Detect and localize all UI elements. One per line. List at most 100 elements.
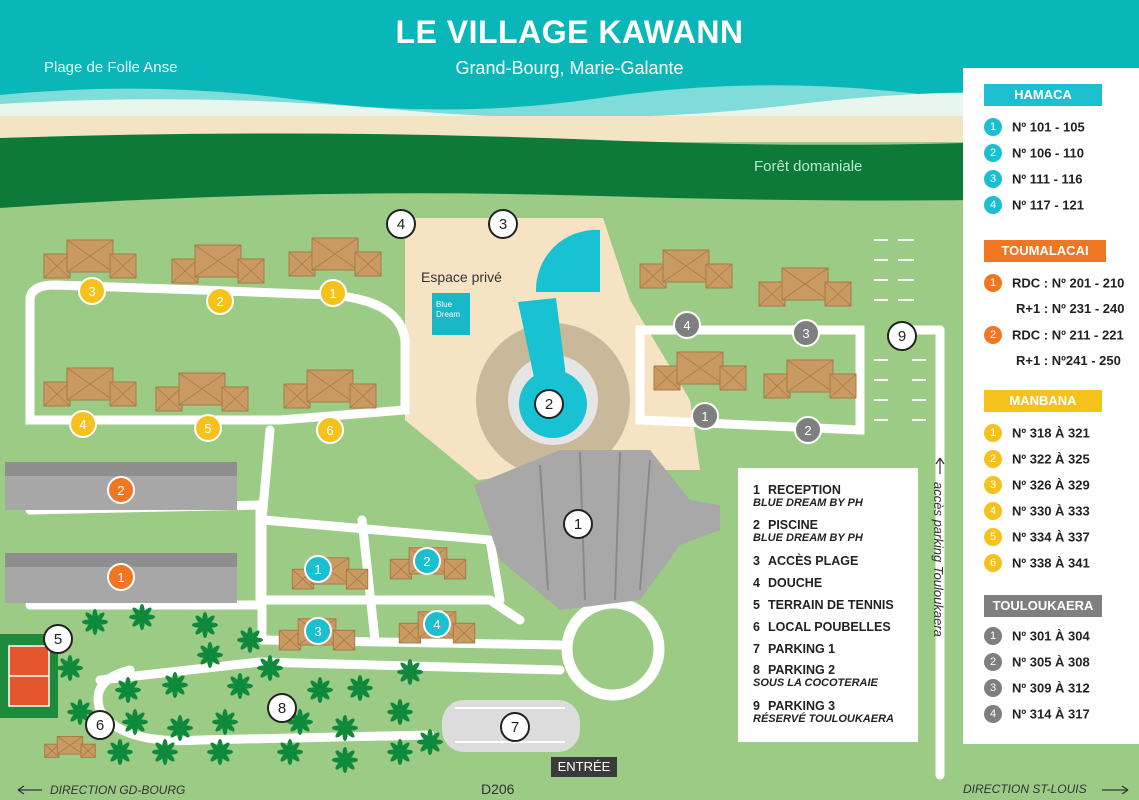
direction-left-label: DIRECTION GD-BOURG: [50, 783, 186, 797]
svg-text:4: 4: [683, 318, 690, 333]
hamaca-marker: 1: [304, 555, 332, 583]
pool-semicircle: [535, 229, 600, 292]
palm-tree: [122, 709, 148, 735]
palm-tree: [277, 739, 303, 765]
legend-item-label: Nº 322 À 325: [1012, 451, 1090, 467]
palm-tree: [387, 739, 413, 765]
facility-marker: 9: [887, 321, 917, 351]
palm-tree: [67, 699, 93, 725]
cottage: [171, 244, 265, 284]
palm-tree: [207, 739, 233, 765]
legend-number-badge: 2: [984, 326, 1002, 344]
blue-dream-logo: [432, 293, 470, 335]
svg-text:8: 8: [278, 700, 286, 717]
legend-item-label: R+1 : Nº 231 - 240: [1016, 301, 1125, 317]
svg-text:5: 5: [54, 631, 62, 648]
cottage: [43, 367, 137, 407]
legend-number-badge: 1: [984, 118, 1002, 136]
cottage: [44, 736, 96, 758]
legend-item: 2 Nº 106 - 110: [984, 144, 1084, 164]
legend-number-badge: 2: [984, 653, 1002, 671]
palm-tree: [115, 677, 141, 703]
entrance-label: ENTRÉE: [551, 757, 617, 777]
legend-item: 4 Nº 117 - 121: [984, 196, 1084, 216]
legend-item-label: Nº 334 À 337: [1012, 529, 1090, 545]
direction-right-label: DIRECTION ST-LOUIS: [963, 782, 1087, 796]
touloukaera-marker: 4: [673, 311, 701, 339]
palm-tree: [212, 709, 238, 735]
legend-item-label: Nº 117 - 121: [1012, 197, 1084, 213]
cottage: [758, 267, 852, 307]
legend-number-badge: 3: [984, 476, 1002, 494]
svg-text:2: 2: [545, 396, 553, 413]
touloukaera-marker: 1: [691, 402, 719, 430]
touloukaera-marker: 3: [792, 319, 820, 347]
palm-tree: [332, 747, 358, 773]
cottage: [43, 239, 137, 279]
legend-number-badge: 1: [984, 424, 1002, 442]
legend-heading: HAMACA: [984, 84, 1102, 106]
legend-item-label: Nº 111 - 116: [1012, 171, 1083, 187]
palm-tree: [167, 715, 193, 741]
cottage: [398, 611, 476, 644]
palm-tree: [347, 675, 373, 701]
facility-marker: 5: [43, 624, 73, 654]
palm-tree: [192, 612, 218, 638]
palm-tree: [82, 609, 108, 635]
legend-item: R+1 : Nº241 - 250: [1016, 352, 1121, 372]
legend-item-label: Nº 305 À 308: [1012, 654, 1090, 670]
legend-number-badge: 4: [984, 196, 1002, 214]
legend-number-badge: 6: [984, 554, 1002, 572]
svg-text:6: 6: [96, 717, 104, 734]
legend-item-label: Nº 326 À 329: [1012, 477, 1090, 493]
page-title: LE VILLAGE KAWANN: [395, 14, 744, 50]
legend-number-badge: 1: [984, 627, 1002, 645]
svg-text:3: 3: [314, 624, 321, 639]
beach-label: Plage de Folle Anse: [44, 59, 178, 76]
page-subtitle: Grand-Bourg, Marie-Galante: [455, 58, 684, 78]
palm-tree: [387, 699, 413, 725]
forest-label: Forêt domaniale: [754, 158, 863, 175]
facility-marker: 6: [85, 710, 115, 740]
svg-text:4: 4: [397, 216, 405, 233]
palm-tree: [307, 677, 333, 703]
toumalacai-marker: 1: [107, 563, 135, 591]
legend-item-label: Nº 106 - 110: [1012, 145, 1084, 161]
legend-number-badge: 2: [984, 144, 1002, 162]
cottage: [653, 351, 747, 391]
svg-text:2: 2: [216, 294, 223, 309]
road-label: D206: [481, 781, 515, 797]
svg-text:1: 1: [574, 516, 582, 533]
legend-item: 3 Nº 326 À 329: [984, 476, 1090, 496]
legend-heading: MANBANA: [984, 390, 1102, 412]
legend-item-label: Nº 314 À 317: [1012, 706, 1090, 722]
cottage: [763, 359, 857, 399]
legend-heading: TOULOUKAERA: [984, 595, 1102, 617]
svg-text:3: 3: [499, 216, 507, 233]
svg-text:2: 2: [804, 423, 811, 438]
cottage: [283, 369, 377, 409]
private-space-label: Espace privé: [421, 269, 502, 285]
svg-text:1: 1: [701, 409, 708, 424]
roundabout: [561, 597, 665, 701]
touloukaera-marker: 2: [794, 416, 822, 444]
svg-text:9: 9: [898, 328, 906, 345]
